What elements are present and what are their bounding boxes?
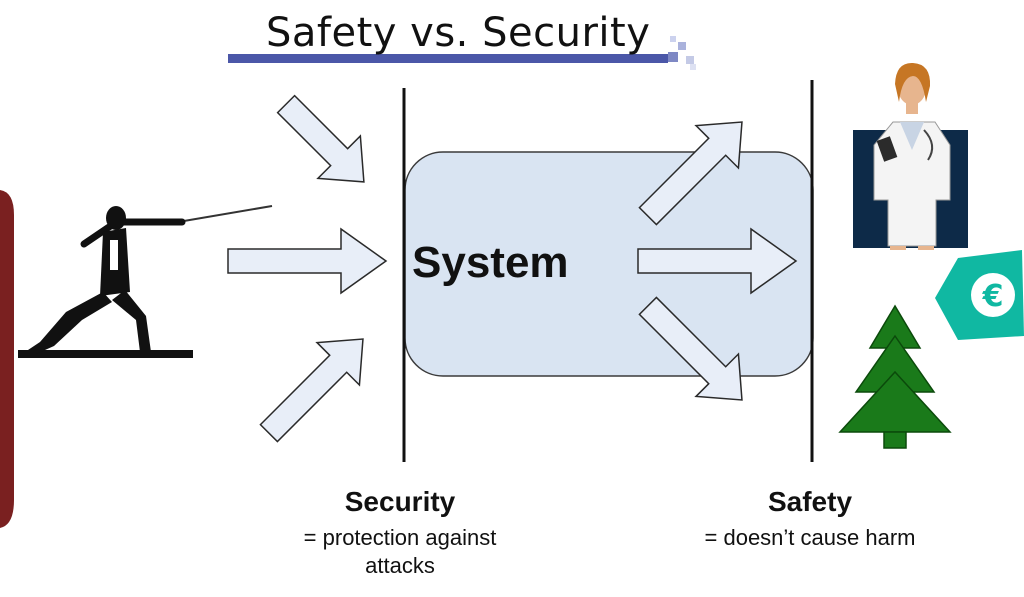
svg-text:€: € (982, 279, 1004, 314)
incoming-arrow-middle (227, 227, 388, 295)
title-underline (228, 36, 696, 70)
incoming-arrow-bottom (259, 338, 364, 443)
fencer-icon (18, 205, 273, 358)
security-caption: Security = protection against attacks (270, 486, 530, 580)
system-label: System (412, 238, 569, 287)
security-description-line2: attacks (365, 553, 435, 578)
tree-icon (838, 304, 952, 449)
outgoing-arrow-bottom (638, 296, 743, 401)
outgoing-arrow-top (638, 121, 743, 226)
incoming-arrow-top (276, 94, 365, 183)
outgoing-arrow-middle (637, 227, 798, 295)
security-description-line1: = protection against (303, 525, 497, 550)
doctor-icon (853, 62, 968, 250)
security-heading: Security (344, 486, 456, 517)
left-frame-edge (0, 190, 14, 528)
safety-caption: Safety = doesn’t cause harm (670, 486, 950, 552)
slide-title: Safety vs. Security (266, 10, 651, 56)
euro-icon: € (935, 250, 1024, 340)
safety-heading: Safety (767, 486, 853, 517)
safety-description: = doesn’t cause harm (704, 525, 916, 550)
